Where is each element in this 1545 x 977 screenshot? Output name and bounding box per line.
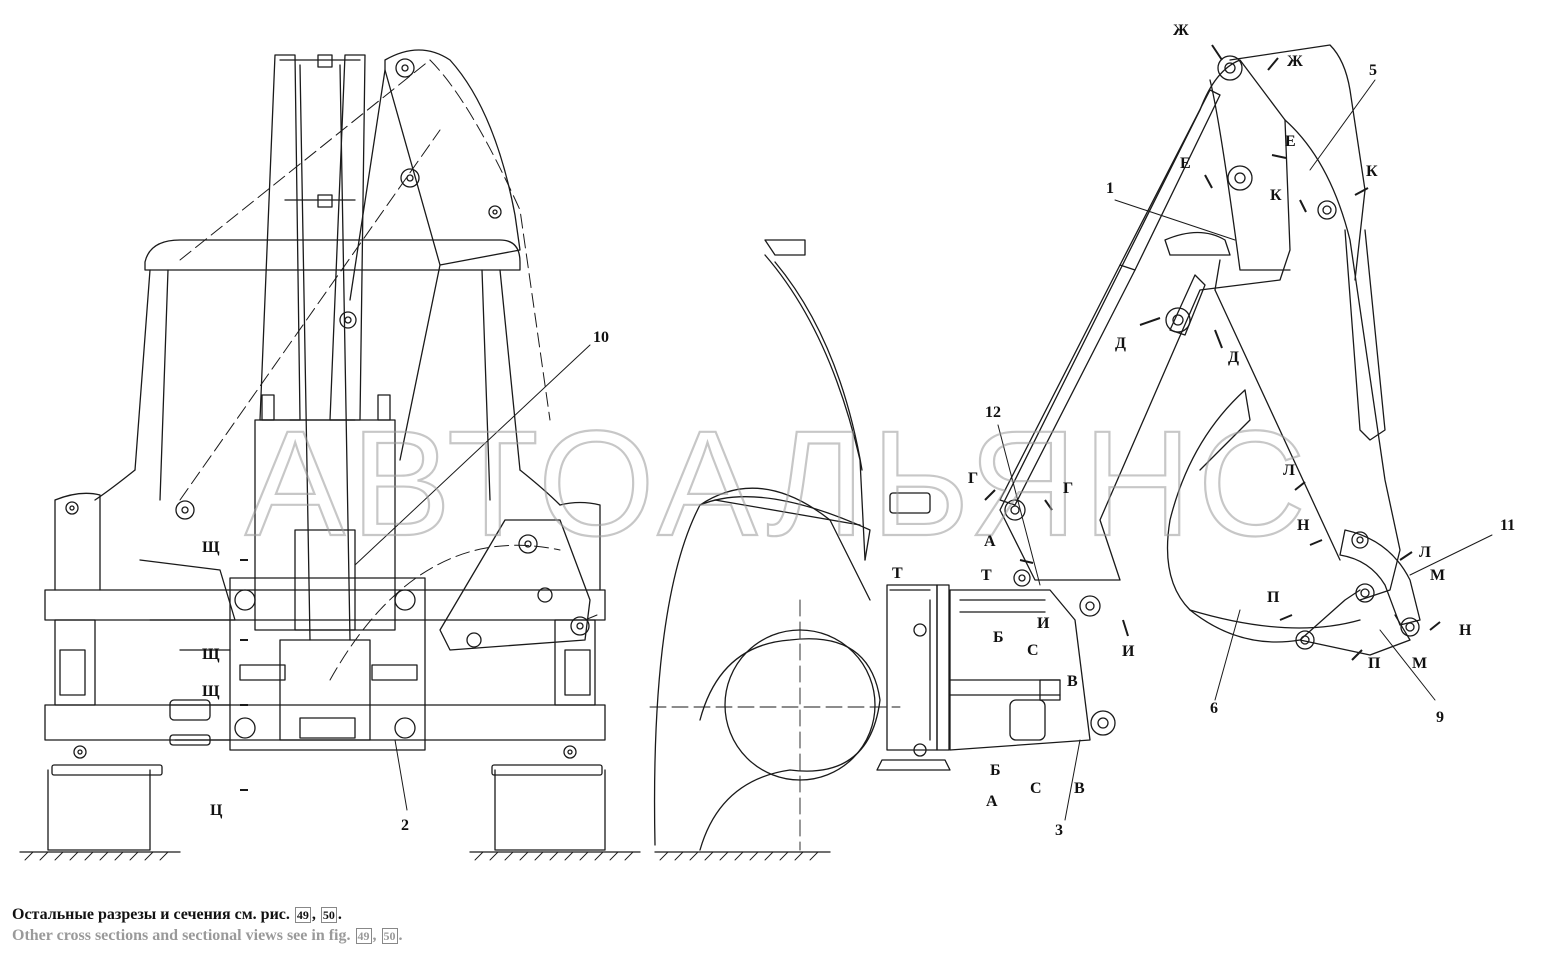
section-l-1: Л — [1283, 462, 1295, 479]
section-i-1: И — [1037, 615, 1050, 632]
callout-9: 9 — [1436, 709, 1444, 726]
section-n-1: Н — [1297, 517, 1310, 534]
section-shch-3: Щ — [202, 683, 220, 700]
callout-11: 11 — [1500, 517, 1515, 534]
section-i-2: И — [1122, 643, 1135, 660]
section-p-2: П — [1368, 655, 1381, 672]
note-ru-text: Остальные разрезы и сечения см. рис. — [12, 906, 290, 923]
note-en-end: . — [398, 927, 403, 944]
section-n-2: Н — [1459, 622, 1472, 639]
callout-labels: 1 2 3 5 6 9 10 11 12 — [401, 62, 1515, 839]
section-g-2: Г — [1063, 480, 1073, 497]
section-ts: Ц — [210, 802, 223, 819]
section-t-1: Т — [892, 565, 903, 582]
section-k-1: К — [1270, 187, 1282, 204]
section-shch-1: Щ — [202, 539, 220, 556]
side-view — [649, 44, 1493, 861]
callout-6: 6 — [1210, 700, 1218, 717]
note-english: Other cross sections and sectional views… — [12, 926, 403, 945]
section-m-2: М — [1412, 655, 1427, 672]
callout-1: 1 — [1106, 180, 1114, 197]
section-b-2: Б — [990, 762, 1001, 779]
section-letters: Ж Ж Е Е К К Д Д Г Г А А Т Т Б Б С С В В … — [202, 22, 1472, 819]
section-a-1: А — [984, 533, 996, 550]
section-zh-1: Ж — [1173, 22, 1189, 39]
section-e-2: Е — [1180, 155, 1191, 172]
fig-link-50-en[interactable]: 50 — [381, 928, 398, 944]
note-en-sep: , — [372, 927, 377, 944]
section-k-2: К — [1366, 163, 1378, 180]
section-d-2: Д — [1228, 349, 1239, 366]
section-s-2: С — [1030, 780, 1042, 797]
rear-view — [19, 49, 641, 861]
callout-5: 5 — [1369, 62, 1377, 79]
section-zh-2: Ж — [1287, 53, 1303, 70]
section-d-1: Д — [1115, 335, 1126, 352]
section-s-1: С — [1027, 642, 1039, 659]
section-g-1: Г — [968, 470, 978, 487]
fig-link-49-ru[interactable]: 49 — [294, 907, 311, 923]
section-v-1: В — [1067, 673, 1078, 690]
callout-3: 3 — [1055, 822, 1063, 839]
section-m-1: М — [1430, 567, 1445, 584]
section-l-2: Л — [1419, 544, 1431, 561]
technical-drawing: АВТОАЛЬЯНС 1 2 3 5 6 9 10 11 12 Ж Ж Е Е … — [19, 22, 1515, 861]
section-cut-markers — [240, 44, 1441, 791]
callout-2: 2 — [401, 817, 409, 834]
note-en-text: Other cross sections and sectional views… — [12, 927, 351, 944]
note-russian: Остальные разрезы и сечения см. рис. 49,… — [12, 905, 342, 924]
section-v-2: В — [1074, 780, 1085, 797]
callout-10: 10 — [593, 329, 609, 346]
section-t-2: Т — [981, 567, 992, 584]
section-a-2: А — [986, 793, 998, 810]
watermark: АВТОАЛЬЯНС — [245, 399, 1312, 567]
fig-link-50-ru[interactable]: 50 — [320, 907, 337, 923]
section-shch-2: Щ — [202, 646, 220, 663]
section-b-1: Б — [993, 629, 1004, 646]
section-p-1: П — [1267, 589, 1280, 606]
note-ru-end: . — [337, 906, 342, 923]
section-e-1: Е — [1285, 133, 1296, 150]
callout-12: 12 — [985, 404, 1001, 421]
note-ru-sep: , — [311, 906, 316, 923]
fig-link-49-en[interactable]: 49 — [355, 928, 372, 944]
